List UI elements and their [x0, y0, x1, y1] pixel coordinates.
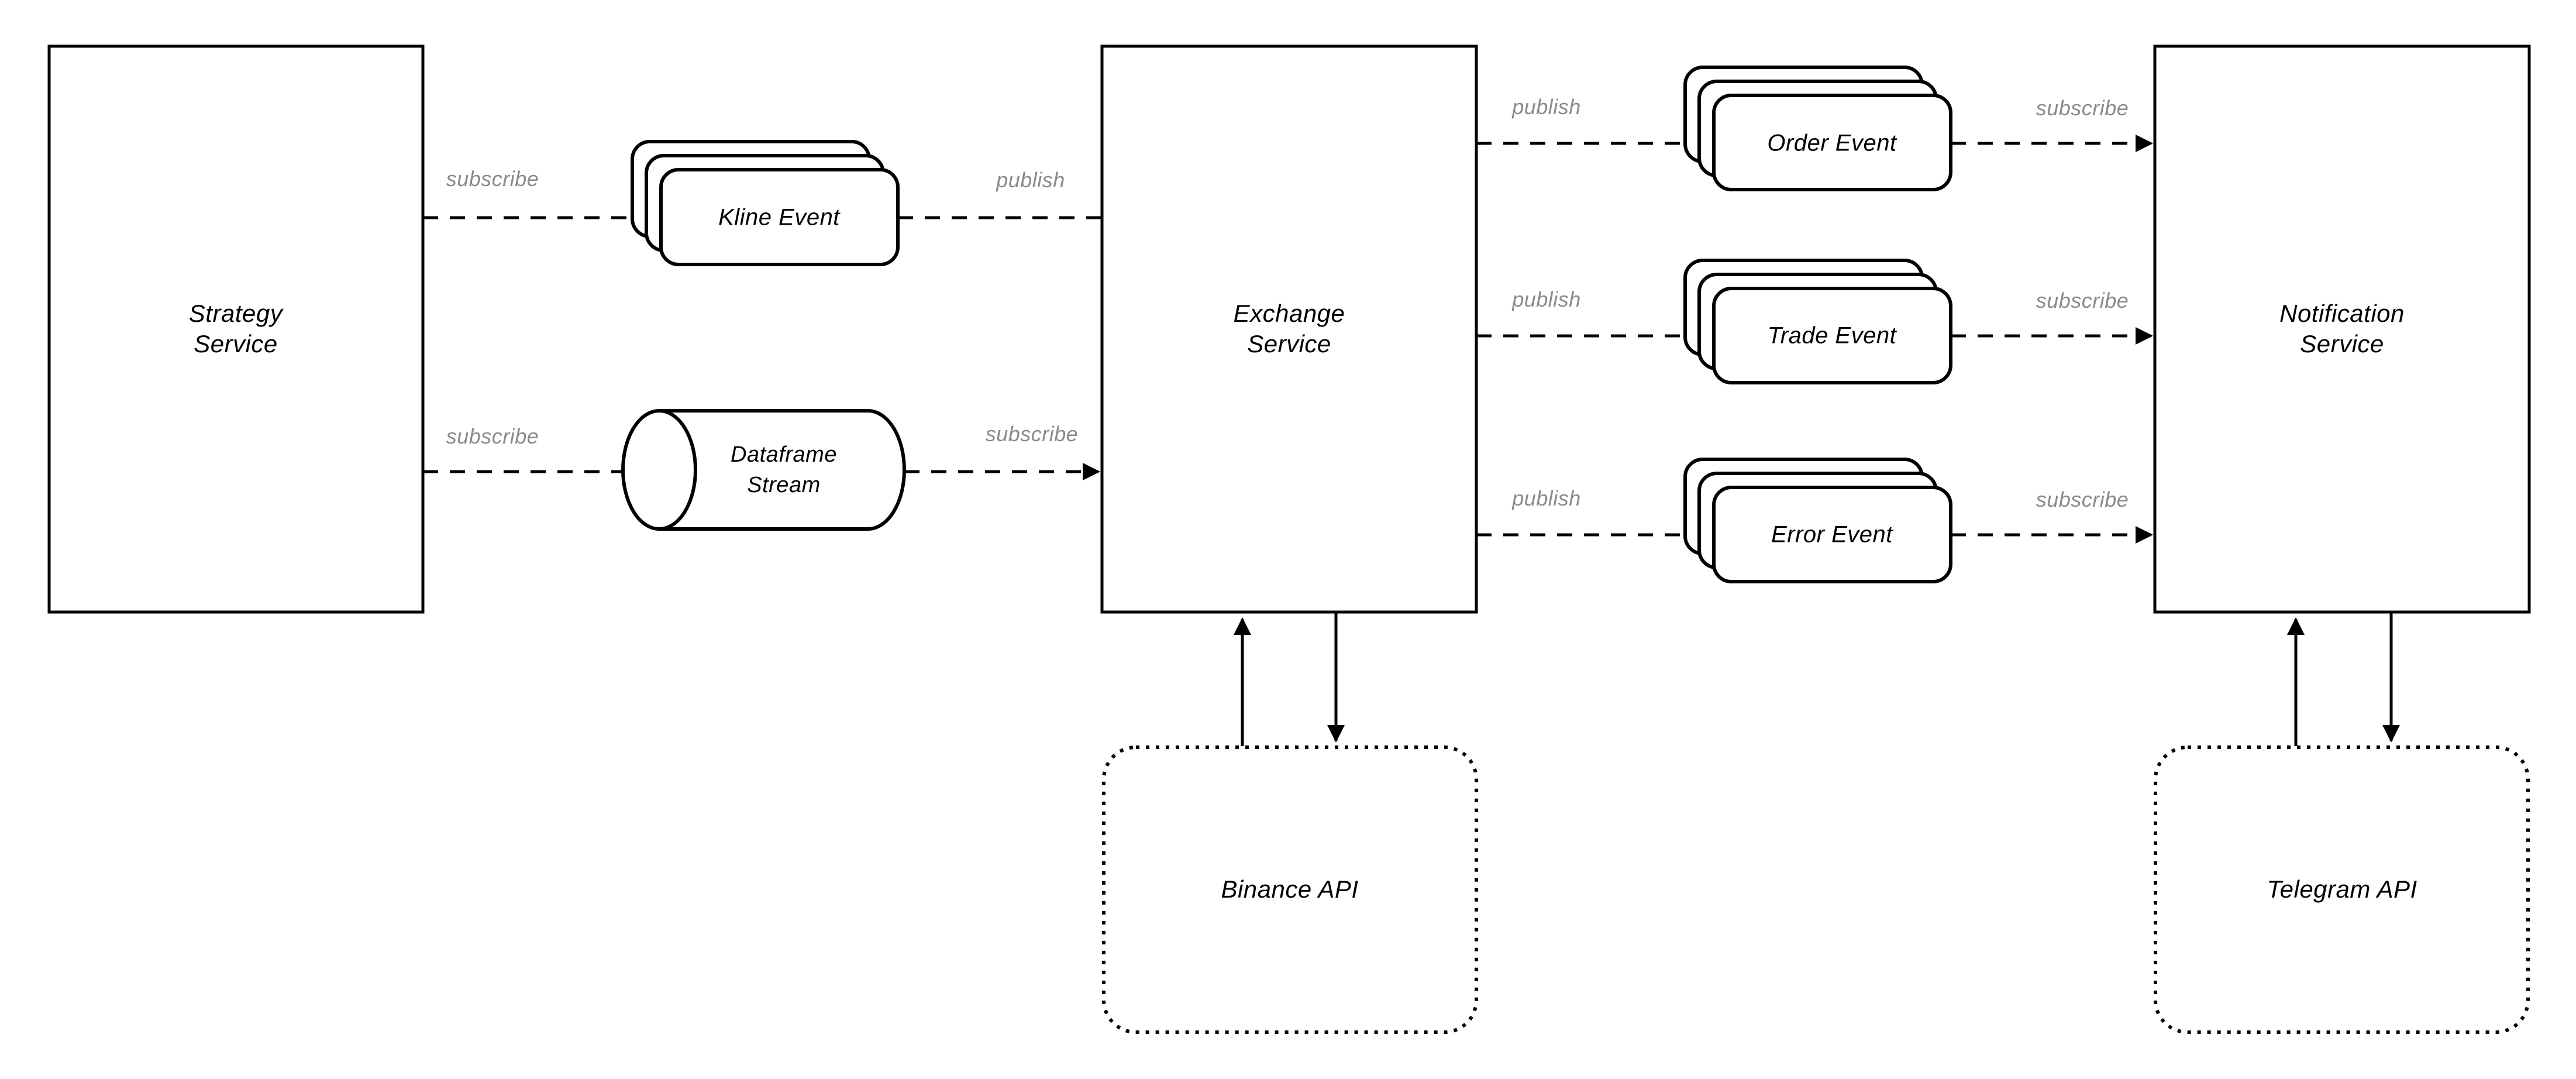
dataframe-stream-label-line1: Dataframe	[731, 442, 837, 467]
edge-label-strategy-dataframe-subscribe: subscribe	[446, 424, 539, 448]
edge-label-strategy-kline-subscribe: subscribe	[446, 167, 539, 191]
dataframe-stream-cylinder	[621, 409, 906, 531]
trade-event-label: Trade Event	[1767, 322, 1897, 349]
strategy-service-label-line2: Service	[194, 330, 278, 358]
dataframe-stream-body	[657, 409, 906, 531]
dataframe-stream-label: Dataframe Stream	[731, 439, 837, 500]
error-event-label: Error Event	[1771, 521, 1893, 548]
notification-service-label: Notification Service	[2279, 298, 2405, 359]
order-event-card-front	[1712, 94, 1952, 191]
exchange-service-label: Exchange Service	[1234, 298, 1345, 359]
edge-label-exchange-error-publish: publish	[1512, 486, 1581, 510]
edge-label-exchange-order-publish: publish	[1512, 95, 1581, 119]
error-event-stack	[1683, 458, 1952, 583]
binance-api-label: Binance API	[1221, 875, 1359, 903]
notification-service-label-line2: Service	[2300, 330, 2384, 358]
edge-label-trade-notification-subscribe: subscribe	[2036, 288, 2129, 312]
edge-label-exchange-trade-publish: publish	[1512, 287, 1581, 311]
strategy-service-label-line1: Strategy	[188, 300, 283, 327]
dataframe-stream-label-line2: Stream	[747, 473, 821, 497]
strategy-service-label: Strategy Service	[189, 298, 283, 359]
telegram-api-box	[2154, 745, 2530, 1034]
telegram-api-label: Telegram API	[2267, 875, 2417, 903]
edge-label-order-notification-subscribe: subscribe	[2036, 96, 2129, 120]
error-event-card-front	[1712, 486, 1952, 583]
kline-event-stack	[631, 140, 900, 266]
exchange-service-label-line1: Exchange	[1233, 300, 1345, 327]
exchange-service-box	[1100, 44, 1478, 614]
notification-service-box	[2153, 44, 2531, 614]
edge-label-error-notification-subscribe: subscribe	[2036, 487, 2129, 511]
exchange-service-label-line2: Service	[1247, 330, 1331, 358]
binance-api-box	[1102, 745, 1478, 1034]
notification-service-label-line1: Notification	[2279, 300, 2405, 327]
trade-event-card-front	[1712, 287, 1952, 384]
order-event-stack	[1683, 66, 1952, 191]
kline-event-label: Kline Event	[718, 204, 840, 231]
edge-label-kline-exchange-publish: publish	[996, 168, 1065, 192]
kline-event-card-front	[659, 168, 900, 266]
trade-event-stack	[1683, 259, 1952, 384]
edge-label-dataframe-exchange-subscribe: subscribe	[985, 422, 1079, 446]
dataframe-stream-left-cap	[621, 409, 697, 531]
order-event-label: Order Event	[1767, 130, 1897, 156]
strategy-service-box	[47, 44, 425, 614]
